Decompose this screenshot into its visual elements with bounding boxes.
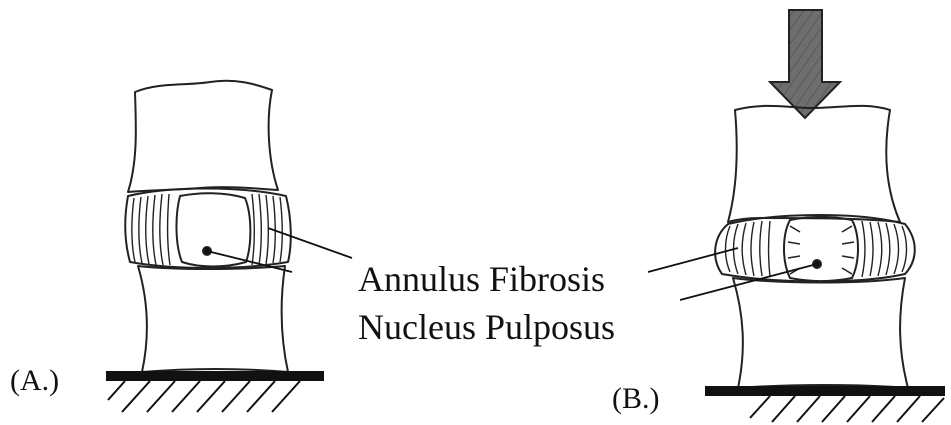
nucleus-pulposus-label: Nucleus Pulposus [358,306,615,348]
upper-vertebra-a [128,81,278,192]
annulus-fibers-right-b [862,221,907,277]
segment-b [715,106,915,388]
panel-b-label: (B.) [612,382,660,416]
annulus-fibrosis-label: Annulus Fibrosis [358,258,605,300]
panel-a-label: (A.) [10,364,59,398]
segment-a [125,81,291,372]
down-arrow-icon [770,10,840,118]
lower-vertebra-b [733,278,908,388]
annulus-fibers-left-a [132,194,170,265]
ground-a [106,371,324,381]
lower-vertebra-a [138,266,288,372]
leader-annulus-b [648,248,738,272]
annulus-fibers-right-a [252,194,282,265]
upper-vertebra-b [728,106,900,222]
nucleus-a [176,193,250,266]
ground-hatching-b [750,396,944,422]
ground-hatching-a [108,381,300,412]
ground-b [705,386,945,396]
